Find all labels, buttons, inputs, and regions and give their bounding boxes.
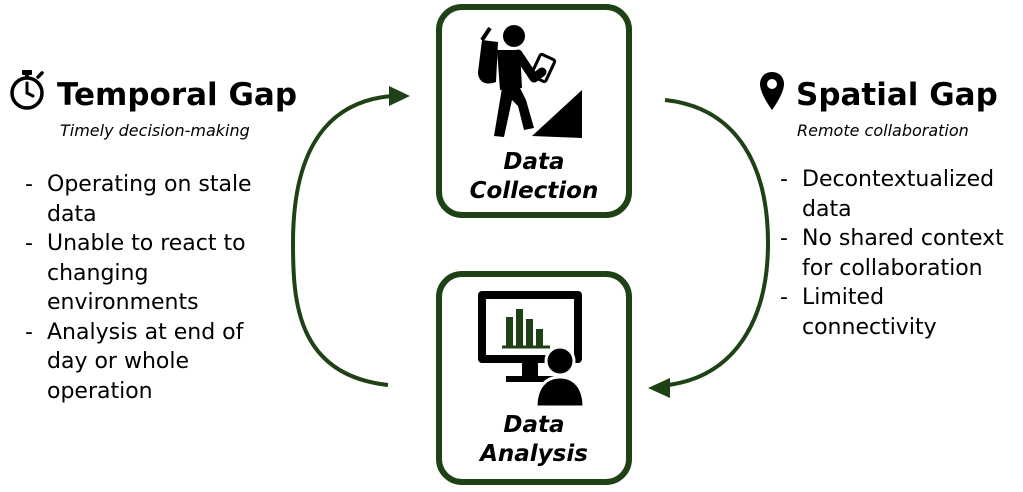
map-pin-icon <box>760 72 784 110</box>
stopwatch-icon <box>10 70 44 110</box>
left-arrowhead <box>389 86 410 106</box>
left-cycle-arrow <box>290 94 393 387</box>
temporal-gap-item: Analysis at end of day or whole operatio… <box>25 318 287 407</box>
data-collection-label: Data Collection <box>442 148 626 206</box>
spatial-gap-subtitle: Remote collaboration <box>797 121 969 140</box>
data-collection-node: Data Collection <box>436 4 632 218</box>
data-analysis-node: Data Analysis <box>436 271 632 485</box>
right-cycle-arrow <box>664 98 771 387</box>
right-arrowhead <box>648 378 670 398</box>
person-at-monitor-chart-icon <box>478 291 586 409</box>
spatial-gap-item: Limited connectivity <box>780 283 1020 342</box>
spatial-gap-list: Decontextualized data No shared context … <box>780 165 1020 342</box>
temporal-gap-item: Operating on stale data <box>25 170 287 229</box>
data-collection-line1: Data <box>503 149 565 175</box>
temporal-gap-item: Unable to react to changing environments <box>25 229 287 318</box>
spatial-gap-item: No shared context for collaboration <box>780 224 1020 283</box>
data-analysis-line1: Data <box>503 412 565 438</box>
temporal-gap-subtitle: Timely decision-making <box>60 121 250 140</box>
data-collection-line2: Collection <box>469 178 599 204</box>
temporal-gap-list: Operating on stale data Unable to react … <box>25 170 287 406</box>
data-analysis-label: Data Analysis <box>442 411 626 469</box>
hiker-with-clipboard-icon <box>478 25 582 138</box>
spatial-gap-item: Decontextualized data <box>780 165 1020 224</box>
data-analysis-line2: Analysis <box>480 441 588 467</box>
spatial-gap-title: Spatial Gap <box>796 77 998 113</box>
temporal-gap-title: Temporal Gap <box>57 77 298 113</box>
